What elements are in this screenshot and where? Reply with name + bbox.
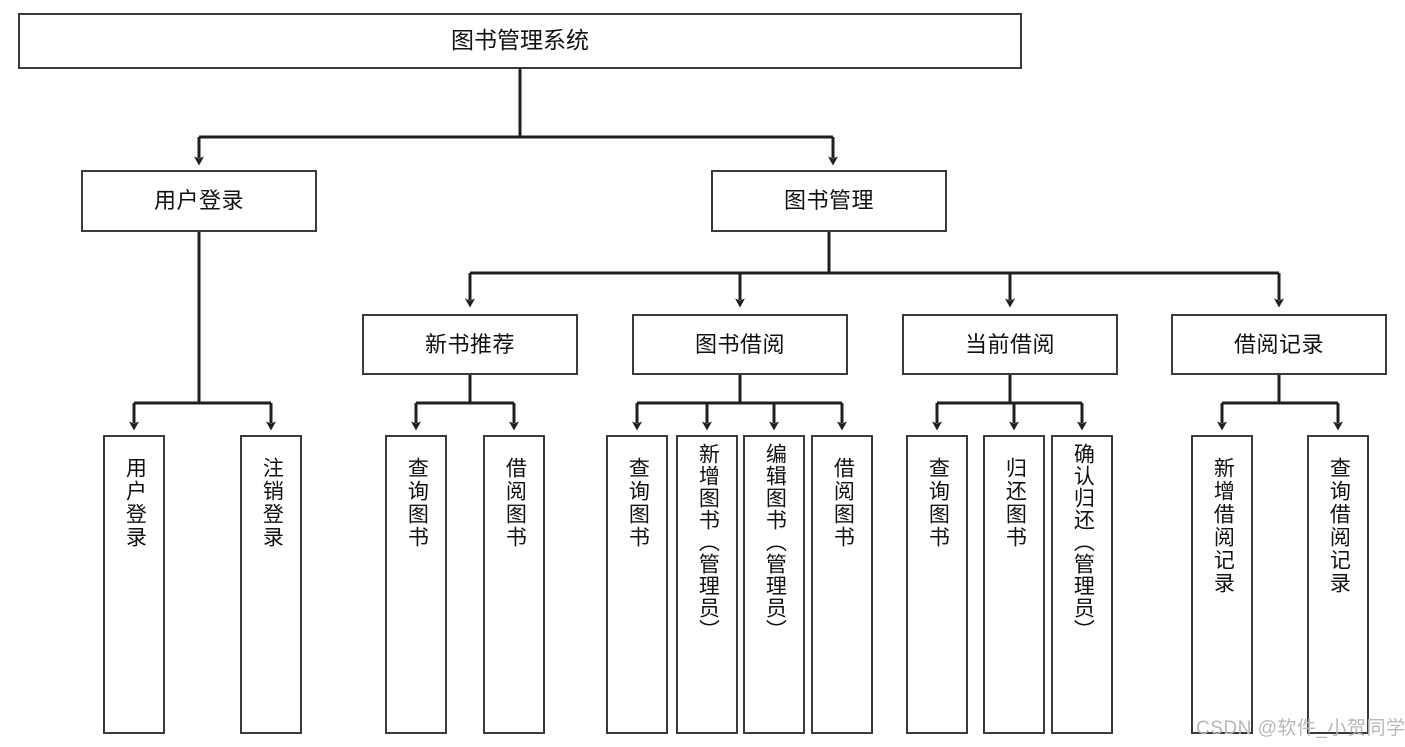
node-leaf-user-login-label: 用户登录 <box>123 457 147 549</box>
node-user-login[interactable]: 用户登录 <box>81 170 317 232</box>
node-leaf-add-record-label: 新增借阅记录 <box>1211 457 1235 595</box>
node-leaf-add-record[interactable]: 新增借阅记录 <box>1191 435 1253 734</box>
node-leaf-query-record-label: 查询借阅记录 <box>1327 457 1351 595</box>
node-new-book-rec-label: 新书推荐 <box>424 331 515 357</box>
node-leaf-query-book-3[interactable]: 查询图书 <box>906 435 968 734</box>
node-leaf-logout[interactable]: 注销登录 <box>240 435 302 734</box>
node-leaf-query-book-1-label: 查询图书 <box>405 457 429 549</box>
node-leaf-query-book-2-label: 查询图书 <box>626 457 650 549</box>
node-leaf-add-book-label: 新增图书（管理员） <box>696 443 720 641</box>
node-leaf-edit-book-label: 编辑图书（管理员） <box>763 443 787 641</box>
node-leaf-edit-book[interactable]: 编辑图书（管理员） <box>743 435 805 734</box>
node-leaf-confirm-return[interactable]: 确认归还（管理员） <box>1051 435 1113 734</box>
node-borrow-record-label: 借阅记录 <box>1233 331 1324 357</box>
node-book-borrow-label: 图书借阅 <box>694 331 785 357</box>
node-root-label: 图书管理系统 <box>451 27 589 54</box>
node-leaf-return-book[interactable]: 归还图书 <box>983 435 1045 734</box>
node-leaf-confirm-return-label: 确认归还（管理员） <box>1071 443 1095 641</box>
node-leaf-borrow-book-1-label: 借阅图书 <box>503 457 527 549</box>
node-current-borrow[interactable]: 当前借阅 <box>902 314 1118 375</box>
node-leaf-query-book-3-label: 查询图书 <box>926 457 950 549</box>
node-new-book-rec[interactable]: 新书推荐 <box>362 314 578 375</box>
node-leaf-user-login[interactable]: 用户登录 <box>103 435 165 734</box>
node-leaf-borrow-book-2[interactable]: 借阅图书 <box>811 435 873 734</box>
node-borrow-record[interactable]: 借阅记录 <box>1171 314 1387 375</box>
node-leaf-add-book[interactable]: 新增图书（管理员） <box>676 435 738 734</box>
node-user-login-label: 用户登录 <box>153 188 244 214</box>
node-book-borrow[interactable]: 图书借阅 <box>632 314 848 375</box>
node-book-manage-label: 图书管理 <box>783 188 874 214</box>
node-root[interactable]: 图书管理系统 <box>18 13 1022 69</box>
node-leaf-logout-label: 注销登录 <box>260 457 284 549</box>
node-book-manage[interactable]: 图书管理 <box>711 170 947 232</box>
node-leaf-borrow-book-1[interactable]: 借阅图书 <box>483 435 545 734</box>
node-leaf-borrow-book-2-label: 借阅图书 <box>831 457 855 549</box>
watermark: CSDN @软件_小贺同学 <box>1196 718 1405 739</box>
node-current-borrow-label: 当前借阅 <box>964 331 1055 357</box>
node-leaf-query-book-1[interactable]: 查询图书 <box>385 435 447 734</box>
node-leaf-query-book-2[interactable]: 查询图书 <box>606 435 668 734</box>
node-leaf-return-book-label: 归还图书 <box>1003 457 1027 549</box>
node-leaf-query-record[interactable]: 查询借阅记录 <box>1307 435 1369 734</box>
